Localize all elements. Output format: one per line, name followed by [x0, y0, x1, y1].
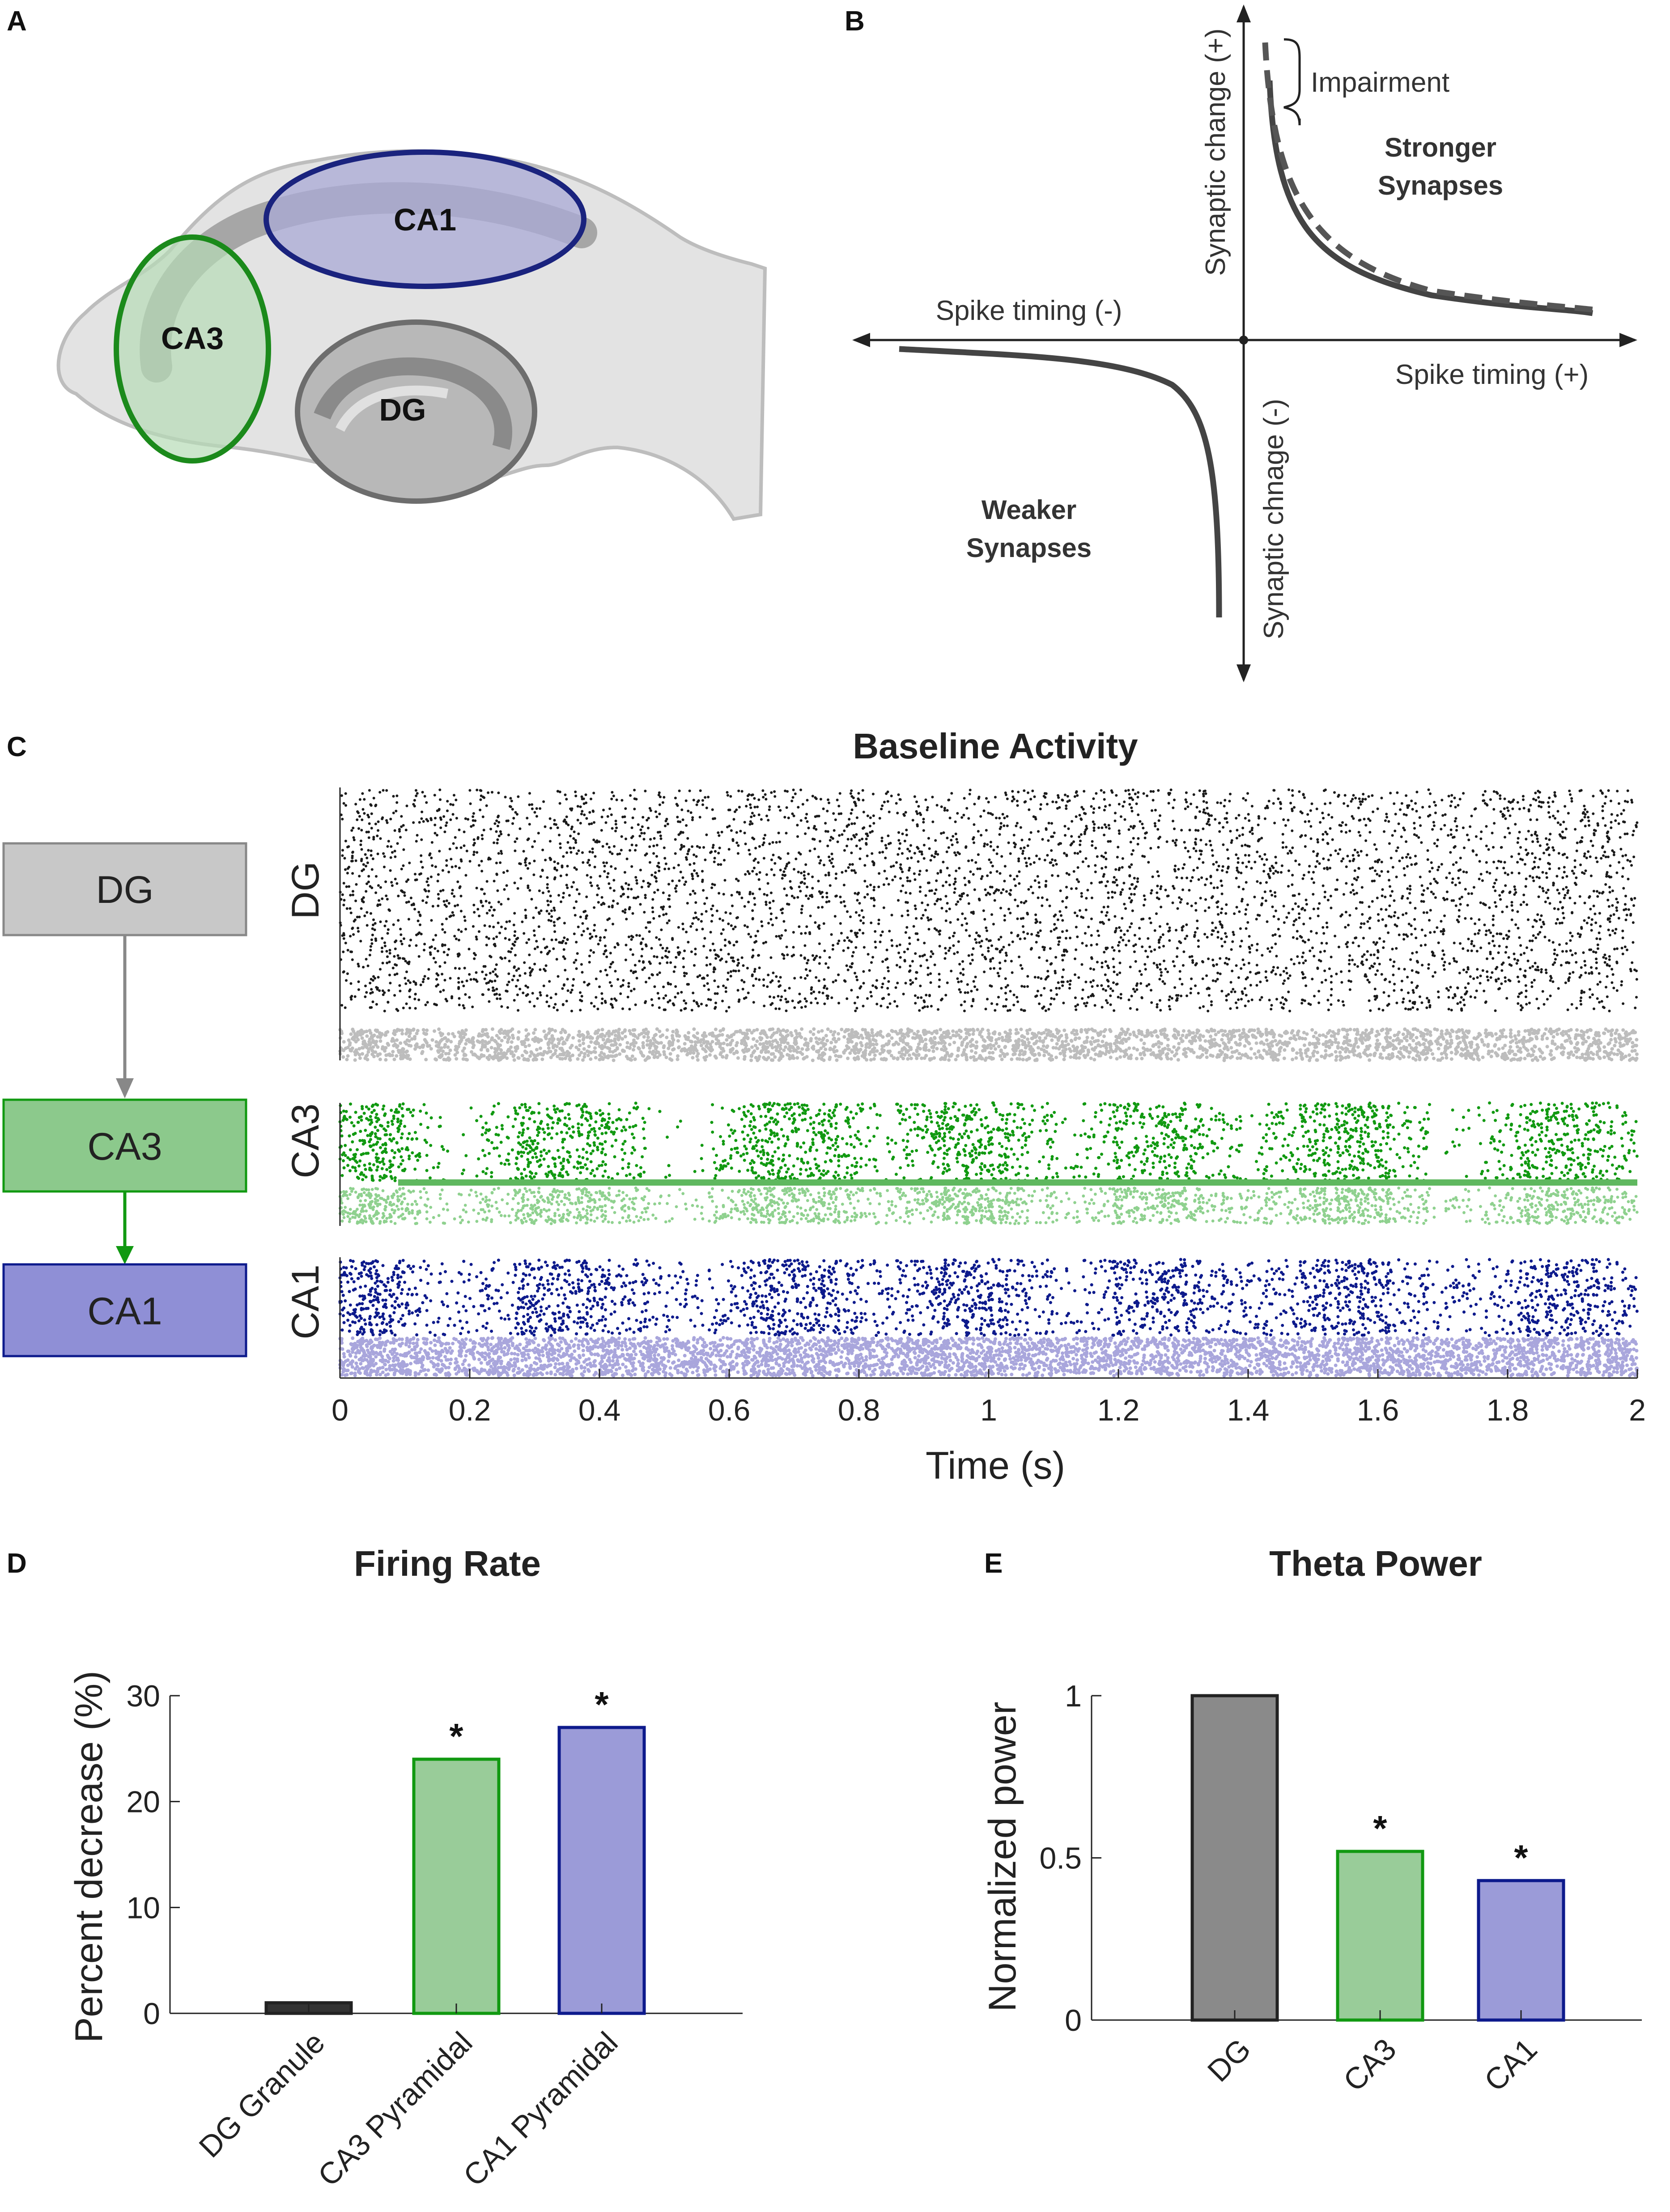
- time-tick-label: 0.2: [449, 1393, 491, 1427]
- category-label: DG Granule: [192, 2025, 331, 2164]
- y-tick-label: 0.5: [1039, 1842, 1082, 1876]
- stronger-label-1: Stronger: [1385, 132, 1496, 162]
- dg-region-label: DG: [379, 392, 426, 427]
- dg-to-ca3-arrowhead: [116, 1078, 134, 1098]
- panel-c: C Baseline Activity DG CA3 CA1 DG CA3 CA…: [4, 726, 1646, 1487]
- y-axis-up-arrow: [1237, 4, 1251, 22]
- stronger-label-2: Synapses: [1378, 170, 1503, 200]
- bar: [414, 1759, 499, 2013]
- time-tick-label: 1.4: [1227, 1393, 1270, 1427]
- origin-dot: [1239, 336, 1248, 345]
- bar: [559, 1727, 644, 2013]
- time-tick-label: 1: [980, 1393, 997, 1427]
- panel-e-letter: E: [984, 1548, 1003, 1579]
- raster-ca1-label: CA1: [284, 1264, 327, 1339]
- time-tick-label: 1.8: [1487, 1393, 1529, 1427]
- ca1-region-label: CA1: [394, 202, 456, 237]
- impairment-label: Impairment: [1311, 67, 1449, 98]
- significance-star: *: [449, 1716, 463, 1756]
- significance-star: *: [1373, 1808, 1387, 1848]
- panel-d-letter: D: [7, 1548, 27, 1579]
- x-axis-right-arrow: [1619, 333, 1637, 347]
- y-tick-label: 0: [143, 1997, 160, 2031]
- panel-a: A CA1 CA3 DG: [7, 6, 765, 519]
- ca1-spike-raster: [338, 1258, 1639, 1378]
- significance-star: *: [1514, 1838, 1528, 1877]
- raster-ca3-label: CA3: [284, 1103, 327, 1178]
- y-tick-label: 10: [126, 1891, 160, 1925]
- panel-e: E Theta Power 0 0.5 1DG * CA3 * CA1 Normalized…: [981, 1544, 1642, 2098]
- bar: [1479, 1880, 1564, 2020]
- firing-rate-ylabel: Percent decrease (%): [68, 1671, 110, 2043]
- panel-a-letter: A: [7, 6, 27, 37]
- ca3-to-ca1-arrowhead: [116, 1246, 134, 1264]
- x-pos-label: Spike timing (+): [1395, 359, 1589, 390]
- time-axis-label: Time (s): [926, 1444, 1065, 1487]
- category-label: CA1: [1478, 2032, 1543, 2098]
- category-label: DG: [1201, 2032, 1258, 2089]
- panel-b-letter: B: [845, 6, 865, 37]
- y-tick-label: 30: [126, 1679, 160, 1713]
- firing-rate-chart: 0 10 20 30 DG Granule * CA3 Pyramidal * CA1 Pyra…: [126, 1679, 743, 2193]
- ca3-spike-raster: [339, 1102, 1639, 1225]
- y-tick-label: 0: [1065, 2004, 1082, 2038]
- theta-power-chart: 0 0.5 1DG * CA3 * CA1: [1039, 1679, 1642, 2098]
- raster-dg-label: DG: [284, 862, 327, 919]
- theta-power-title: Theta Power: [1269, 1544, 1482, 1583]
- significance-star: *: [595, 1685, 609, 1724]
- x-axis-left-arrow: [852, 333, 870, 347]
- time-tick-label: 0.6: [708, 1393, 751, 1427]
- dg-box-label: DG: [96, 868, 154, 911]
- y-axis-down-arrow: [1237, 664, 1251, 682]
- bar: [1338, 1851, 1423, 2020]
- x-neg-label: Spike timing (-): [936, 295, 1122, 326]
- panel-b: B Impairment Stronger Synapses Weaker Sy…: [845, 4, 1637, 682]
- time-tick-label: 0.4: [578, 1393, 621, 1427]
- time-tick-label: 0.8: [838, 1393, 880, 1427]
- weaker-label-2: Synapses: [966, 533, 1092, 563]
- firing-rate-title: Firing Rate: [354, 1544, 541, 1583]
- y-tick-label: 1: [1065, 1679, 1082, 1713]
- y-neg-label: Synaptic chnage (-): [1258, 399, 1289, 639]
- weaker-label-1: Weaker: [982, 495, 1076, 525]
- category-label: CA3 Pyramidal: [311, 2025, 479, 2193]
- ca3-region-label: CA3: [161, 321, 224, 356]
- category-label: CA1 Pyramidal: [457, 2025, 624, 2193]
- time-tick-label: 2: [1629, 1393, 1646, 1427]
- time-tick-label: 1.2: [1097, 1393, 1140, 1427]
- ca1-box-label: CA1: [87, 1290, 162, 1333]
- y-tick-label: 20: [126, 1785, 160, 1819]
- y-pos-label: Synaptic change (+): [1200, 28, 1231, 276]
- bar: [1192, 1696, 1277, 2020]
- time-tick-label: 1.6: [1357, 1393, 1399, 1427]
- time-tick-label: 0: [331, 1393, 348, 1427]
- ca3-box-label: CA3: [87, 1125, 162, 1168]
- stdp-ltd-curve: [899, 349, 1219, 617]
- theta-power-ylabel: Normalized power: [981, 1702, 1024, 2012]
- category-label: CA3: [1337, 2032, 1402, 2098]
- impairment-bracket: [1284, 39, 1300, 125]
- panel-d: D Firing Rate 0 10 20 30 DG Granule * CA3 Pyra…: [7, 1544, 743, 2193]
- panel-c-letter: C: [7, 732, 27, 762]
- raster-title: Baseline Activity: [853, 726, 1138, 766]
- dg-spike-raster: [338, 788, 1639, 1062]
- ca3-tonic-band: [398, 1179, 1637, 1186]
